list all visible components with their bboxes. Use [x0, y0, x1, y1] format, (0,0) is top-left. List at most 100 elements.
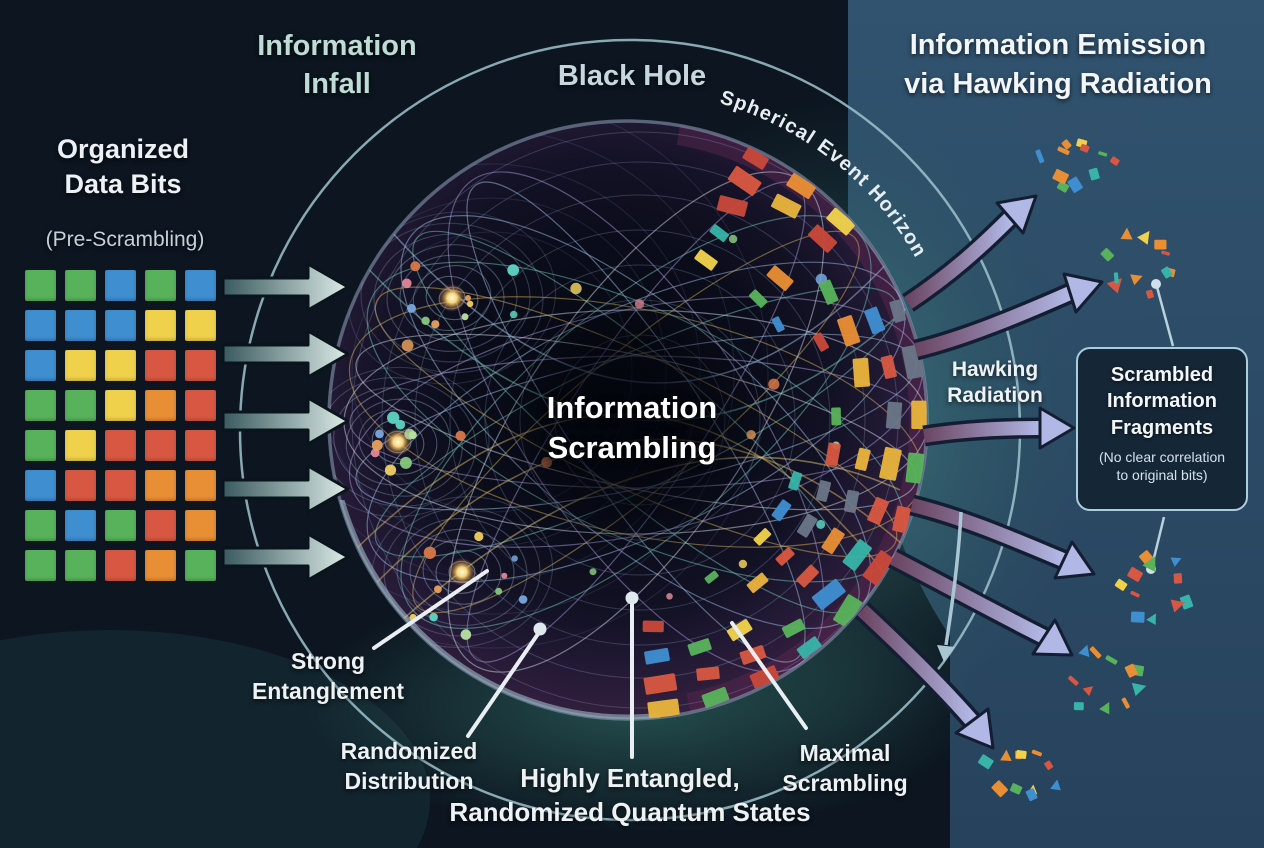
bit-red: [65, 470, 96, 501]
fragments-box-note: (No clear correlation to original bits): [1078, 449, 1246, 485]
scrambled-fragments-box: Scrambled Information Fragments (No clea…: [1076, 347, 1248, 511]
bit-orange: [145, 470, 176, 501]
fragments-box-title: Scrambled Information Fragments: [1078, 362, 1246, 441]
bit-red: [185, 430, 216, 461]
bit-green: [65, 390, 96, 421]
bit-orange: [185, 470, 216, 501]
bit-green: [145, 270, 176, 301]
bit-yellow: [65, 350, 96, 381]
bit-red: [145, 350, 176, 381]
bit-red: [105, 430, 136, 461]
strong-entanglement-line: [372, 569, 489, 650]
emission-arrow: [888, 548, 1074, 657]
scrambling-label-line2: Scrambling: [547, 430, 717, 466]
bit-red: [105, 550, 136, 581]
bit-red: [105, 470, 136, 501]
bit-yellow: [65, 430, 96, 461]
emission-arrows: [854, 194, 1104, 750]
bit-orange: [185, 510, 216, 541]
bit-green: [25, 270, 56, 301]
emission-title-line1: Information Emission: [909, 29, 1207, 61]
pre-scrambling-subtitle: (Pre-Scrambling): [45, 228, 205, 251]
highly-entangled-label: Highly Entangled, Randomized Quantum Sta…: [430, 762, 830, 830]
leader-dot: [1151, 279, 1161, 289]
bit-blue: [65, 510, 96, 541]
bit-yellow: [185, 310, 216, 341]
fragments-box-line1: Scrambled: [1110, 364, 1214, 386]
emission-title-line2: via Hawking Radiation: [904, 68, 1212, 101]
bit-green: [25, 390, 56, 421]
randomized-distribution-line: [466, 629, 542, 738]
organized-bits-title-line2: Data Bits: [64, 169, 182, 200]
bit-red: [185, 390, 216, 421]
infall-arrow: [221, 396, 350, 446]
leader-dot: [533, 622, 547, 636]
fragment-cluster: [1035, 138, 1120, 193]
randomized-label-line2: Distribution: [344, 767, 474, 794]
information-scrambling-label: Information Scrambling: [502, 388, 762, 469]
information-emission-title: Information Emission via Hawking Radiati…: [853, 26, 1263, 104]
infall-arrow: [221, 262, 350, 312]
organized-bits-title: Organized Data Bits: [10, 132, 236, 202]
hawking-label-line2: Radiation: [947, 384, 1043, 408]
infall-title-line1: Information: [257, 30, 417, 62]
center-void: [498, 293, 762, 557]
bit-blue: [25, 310, 56, 341]
highly-label-line1: Highly Entangled,: [520, 763, 740, 793]
bit-red: [145, 430, 176, 461]
emission-arrow: [854, 602, 995, 750]
emission-arrow: [913, 272, 1104, 361]
maximal-scrambling-line: [730, 621, 808, 730]
bit-green: [25, 430, 56, 461]
emission-arrow: [909, 494, 1096, 580]
hawking-radiation-label: Hawking Radiation: [928, 357, 1062, 410]
label-leader-lines: [372, 569, 808, 759]
bit-green: [65, 270, 96, 301]
bit-blue: [65, 310, 96, 341]
infall-title-line2: Infall: [303, 67, 371, 100]
bit-green: [25, 510, 56, 541]
fragment-cluster: [1068, 644, 1147, 715]
fragment-clusters: [977, 138, 1194, 802]
bit-green: [25, 550, 56, 581]
fragment-cluster: [1114, 550, 1194, 626]
bit-green: [185, 550, 216, 581]
bit-blue: [185, 270, 216, 301]
bit-blue: [105, 310, 136, 341]
infall-arrows: [221, 262, 350, 582]
bit-blue: [25, 470, 56, 501]
cluster-box-line: [1155, 286, 1175, 347]
strong-label-line2: Entanglement: [251, 677, 405, 704]
infall-arrow: [221, 532, 350, 582]
fragment-cluster: [1100, 227, 1176, 299]
organized-bits-title-line1: Organized: [56, 134, 190, 164]
bit-orange: [145, 550, 176, 581]
bit-yellow: [145, 310, 176, 341]
maximal-label-line2: Scrambling: [782, 769, 908, 796]
hawking-label-line1: Hawking: [951, 358, 1039, 381]
emission-arrow: [922, 406, 1076, 450]
fragments-box-line3: Fragments: [1110, 416, 1214, 439]
randomized-label-line1: Randomized: [340, 738, 478, 764]
thin-down-arrow: [937, 511, 963, 662]
infall-arrow: [221, 464, 350, 514]
infall-arrow: [221, 329, 350, 379]
maximal-scrambling-label: Maximal Scrambling: [755, 739, 935, 799]
maximal-label-line1: Maximal: [799, 740, 891, 766]
bit-yellow: [105, 350, 136, 381]
bit-blue: [105, 270, 136, 301]
black-hole-title: Black Hole: [557, 60, 707, 92]
scrambling-label-line1: Information: [546, 390, 718, 425]
emission-arrow: [902, 194, 1038, 312]
bit-orange: [145, 390, 176, 421]
bit-grid: [25, 270, 216, 581]
fragment-cluster: [977, 749, 1061, 802]
sphere-rim-highlight: [339, 500, 660, 720]
fragments-box-note-line1: (No clear correlation: [1098, 449, 1226, 466]
highly-label-line2: Randomized Quantum States: [449, 796, 811, 827]
bit-yellow: [105, 390, 136, 421]
leader-dot: [625, 591, 639, 605]
bit-green: [65, 550, 96, 581]
